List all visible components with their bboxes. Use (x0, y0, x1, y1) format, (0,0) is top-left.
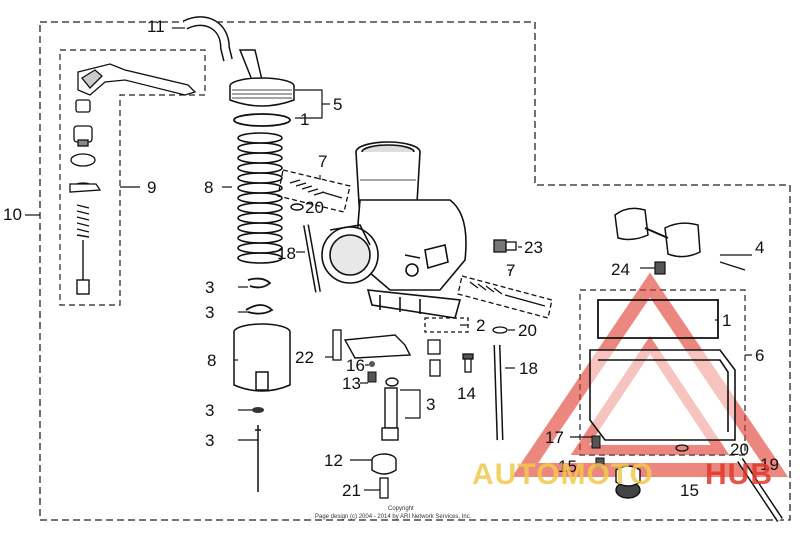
label-1-cap: 1 (300, 110, 309, 129)
label-6: 6 (755, 346, 764, 365)
label-12: 12 (324, 451, 343, 470)
float-pivot-pin (654, 261, 666, 275)
screw-21 (379, 477, 389, 499)
screw-bowl-15 (595, 457, 605, 467)
choke-plunger (76, 240, 90, 295)
washer-16 (369, 361, 375, 367)
label-5: 5 (333, 95, 342, 114)
label-20-middle: 20 (518, 321, 537, 340)
label-14: 14 (457, 384, 476, 403)
oring-upper (290, 203, 304, 211)
throttle-stop-plate (343, 334, 412, 359)
bowl-gasket (597, 299, 719, 339)
main-jet (332, 329, 342, 361)
part-labels: 11 5 1 9 8 10 7 20 18 3 3 8 3 3 22 16 13… (3, 17, 779, 500)
cable-hose (182, 16, 263, 81)
label-3-needle: 3 (205, 431, 214, 450)
carburetor-body (321, 141, 467, 319)
copyright-line2: Page design (c) 2004 - 2014 by ARI Netwo… (315, 514, 472, 520)
label-8-valve: 8 (207, 351, 216, 370)
watermark-left: AUTOMOTO (472, 458, 654, 491)
idle-screw-lower (457, 275, 553, 319)
label-3-clip2: 3 (205, 303, 214, 322)
throttle-spring (237, 132, 283, 264)
float (614, 207, 746, 271)
carb-top-cap (229, 77, 295, 107)
watermark-right: HUB (705, 458, 773, 491)
label-11: 11 (147, 17, 165, 36)
label-9: 9 (147, 178, 156, 197)
label-16: 16 (346, 356, 365, 375)
oring-middle (492, 326, 508, 334)
oring-bowl (675, 444, 689, 452)
needle-jet (381, 377, 399, 441)
label-15-right: 15 (680, 481, 699, 500)
choke-spring (76, 204, 90, 238)
label-21: 21 (342, 481, 361, 500)
copyright-line1: Copyright (388, 506, 414, 512)
label-19: 19 (760, 455, 779, 474)
float-bowl (589, 349, 736, 441)
throttle-valve (233, 323, 291, 392)
needle-jet-holder (424, 317, 469, 377)
cap-gasket (233, 113, 291, 127)
label-18-left: 18 (277, 244, 296, 263)
label-3-jet: 3 (426, 395, 435, 414)
label-13: 13 (342, 374, 361, 393)
label-10: 10 (3, 205, 22, 224)
label-7-lower: 7 (506, 261, 515, 280)
label-8-spring: 8 (204, 178, 213, 197)
label-7-upper: 7 (318, 152, 327, 171)
screw-17 (591, 435, 601, 449)
label-4: 4 (755, 238, 764, 257)
label-3-clip: 3 (205, 278, 214, 297)
label-1-bowl: 1 (722, 311, 731, 330)
needle-clip-lower (245, 304, 274, 315)
idle-screw-upper (277, 169, 351, 213)
label-22: 22 (295, 348, 314, 367)
needle-washer (252, 407, 264, 413)
group-9-boundary (59, 49, 206, 306)
outer-boundary (39, 21, 791, 521)
label-20-bowl: 20 (730, 440, 749, 459)
choke-lever-assembly (69, 63, 197, 193)
needle-clip-upper (247, 277, 272, 289)
label-2: 2 (476, 316, 485, 335)
label-17: 17 (545, 428, 564, 447)
label-20-upper: 20 (305, 198, 324, 217)
label-18-right: 18 (519, 359, 538, 378)
drain-plug (615, 465, 641, 499)
watermark-text: AUTOMOTO HUB (472, 458, 773, 491)
label-15-left: 15 (558, 457, 577, 476)
label-3-washer: 3 (205, 401, 214, 420)
screw-23 (493, 239, 517, 253)
label-24: 24 (611, 260, 630, 279)
leader-lines (25, 27, 752, 491)
screw-14 (462, 353, 474, 373)
label-23: 23 (524, 238, 543, 257)
pilot-jet (367, 371, 377, 383)
jet-holder-12 (371, 453, 397, 475)
jet-needle (255, 425, 261, 492)
